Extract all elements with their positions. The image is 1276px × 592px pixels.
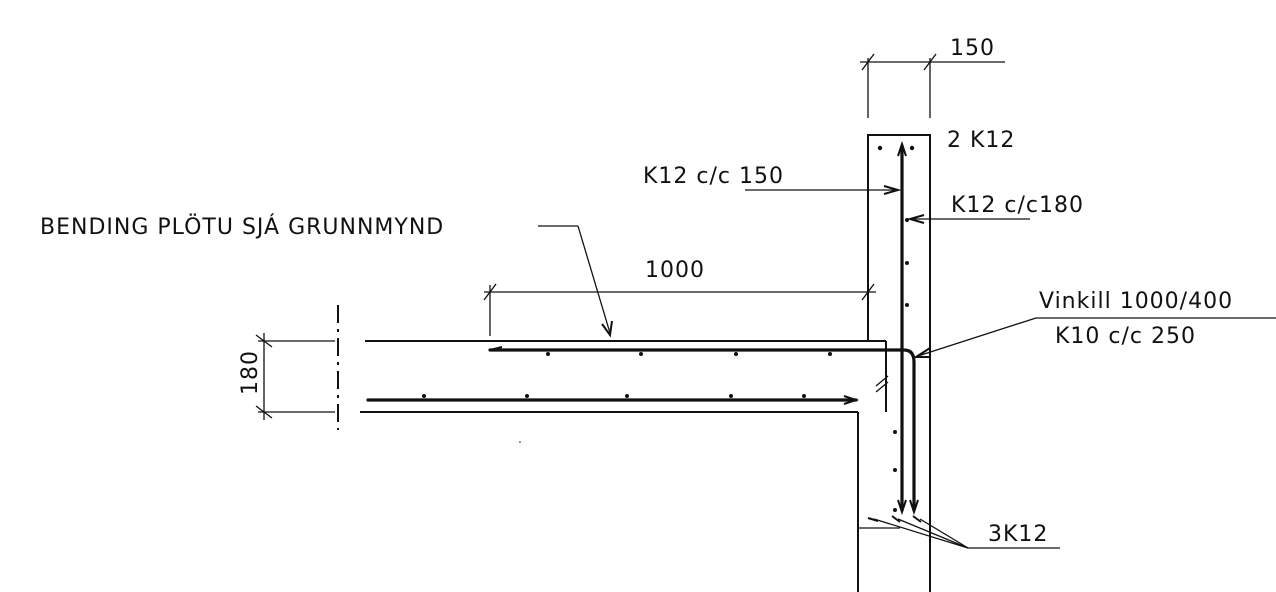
dimension-wall-width bbox=[860, 53, 1005, 118]
wall-width-label: 150 bbox=[950, 36, 995, 61]
angle-top-label: Vinkill 1000/400 bbox=[1039, 289, 1233, 314]
slab-thickness-label: 180 bbox=[238, 350, 263, 395]
bottom-bar-dots bbox=[867, 515, 922, 523]
wall-distribution-bars bbox=[877, 145, 915, 512]
leader-wall-bar-right bbox=[906, 214, 1030, 224]
top-bars-label: 2 K12 bbox=[947, 128, 1015, 153]
wall-outline bbox=[857, 134, 931, 592]
bottom-bars-label: 3K12 bbox=[988, 522, 1048, 547]
leader-bottom-bars bbox=[873, 518, 1060, 549]
slab-bottom-rebar bbox=[366, 395, 860, 405]
slab-outline bbox=[360, 340, 889, 413]
dimension-slab-length bbox=[483, 283, 876, 336]
slab-note-label: BENDING PLÖTU SJÁ GRUNNMYND bbox=[40, 214, 444, 240]
angle-bottom-label: K10 c/c 250 bbox=[1055, 324, 1196, 349]
slab-distribution-bars bbox=[422, 352, 832, 398]
stray-dot bbox=[519, 441, 521, 443]
slab-length-label: 1000 bbox=[645, 258, 705, 283]
leader-angle-bar bbox=[912, 317, 1276, 358]
wall-left-rebar bbox=[897, 140, 907, 516]
leader-slab-note bbox=[538, 225, 613, 338]
wall-bar-left-label: K12 c/c 150 bbox=[643, 164, 784, 189]
angle-rebar bbox=[878, 348, 919, 516]
slab-top-rebar bbox=[488, 346, 882, 352]
wall-bar-right-label: K12 c/c180 bbox=[951, 193, 1084, 218]
dimension-slab-thickness bbox=[255, 333, 335, 420]
leader-wall-bar-left bbox=[745, 185, 902, 195]
